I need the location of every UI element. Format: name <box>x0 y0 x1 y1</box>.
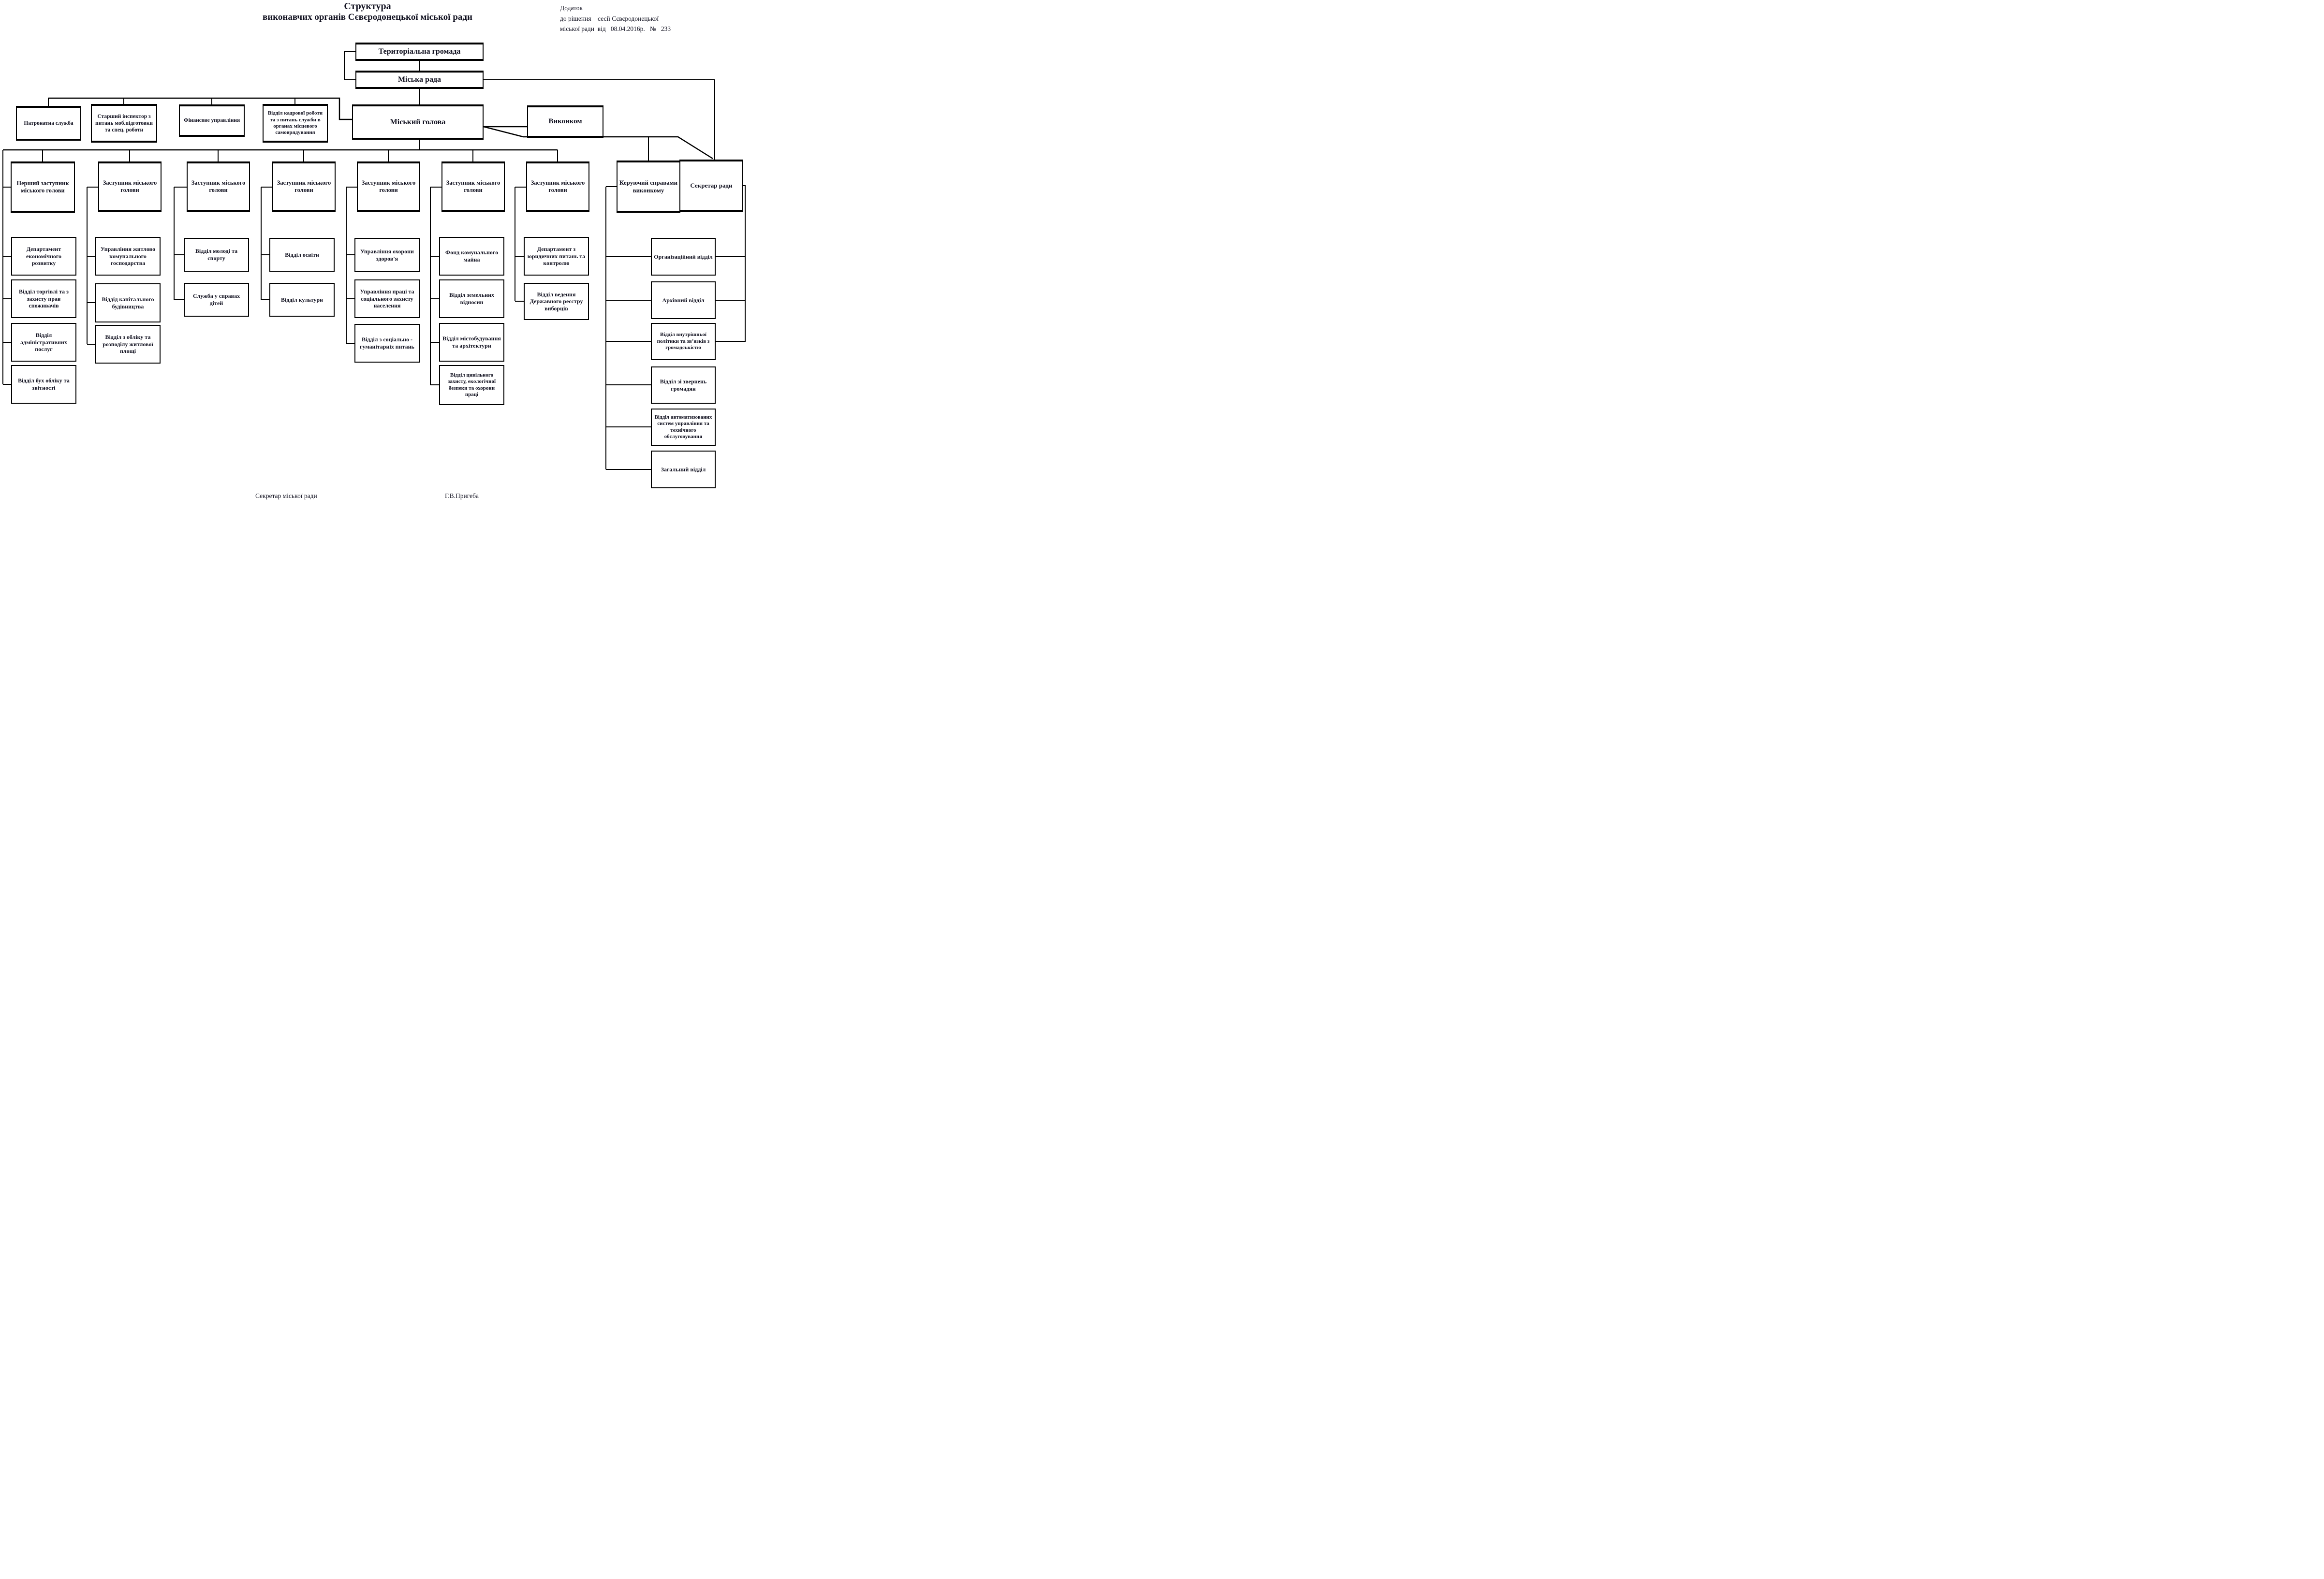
org-box-deputy-3: Заступник міського голови <box>187 161 250 212</box>
org-box-col3-child-1: Відділ молоді та спорту <box>184 238 249 272</box>
org-box-col1-child-1: Департамент економічного розвитку <box>11 237 76 276</box>
org-box-col8-child-6: Загальний відділ <box>651 451 716 488</box>
org-box-col6-child-3: Відділ містобудування та архітектури <box>439 323 504 362</box>
org-box-territorial-hromada: Територіальна громада <box>355 43 484 61</box>
org-box-col4-child-2: Відділ культури <box>269 283 335 317</box>
connector-lines <box>2 51 746 470</box>
title-line1: Структура <box>344 1 391 12</box>
org-box-finansove-upravlinnia: Фінансове управління <box>179 104 245 137</box>
title-line2: виконавчих органів Сєвєродонецької міськ… <box>263 12 472 22</box>
org-box-col2-child-1: Управління житлово комунального господар… <box>95 237 161 276</box>
org-box-col1-child-3: Відділ адміністративних послуг <box>11 323 76 362</box>
org-box-col1-child-2: Відділ торгівлі та з захисту прав спожив… <box>11 279 76 318</box>
org-box-col8-child-2: Архівний відділ <box>651 281 716 319</box>
org-chart-page: Структура виконавчих органів Сєвєродонец… <box>0 0 748 508</box>
org-box-col1-child-4: Відділ бух обліку та звітності <box>11 365 76 404</box>
org-box-col2-child-3: Відділ з обліку та розподілу житлової пл… <box>95 325 161 364</box>
org-box-vykonkom: Виконком <box>527 105 603 138</box>
org-box-deputy-1: Перший заступник міського голови <box>11 161 75 213</box>
org-box-col8-child-5: Відділ автоматизованих систем управління… <box>651 409 716 446</box>
org-box-patronatna-sluzhba: Патронатна служба <box>16 106 81 141</box>
org-box-col5-child-2: Управління праці та соціального захисту … <box>354 279 420 318</box>
org-box-starshyi-inspektor: Старший інспектор з питань моб.підготовк… <box>91 104 157 143</box>
footer-signature-role: Секретар міської ради <box>255 492 317 499</box>
org-box-col7-child-2: Відділ ведення Державного реєстру виборц… <box>524 283 589 320</box>
org-box-col5-child-1: Управління охорони здоров'я <box>354 238 420 272</box>
org-box-deputy-4: Заступник міського голови <box>272 161 336 212</box>
org-box-sekretar-rady: Секретар ради <box>679 160 743 212</box>
org-box-miska-rada: Міська рада <box>355 71 484 89</box>
org-box-viddil-kadrovoi-roboty: Відділ кадрової роботи та з питань служб… <box>263 104 328 143</box>
org-box-miskyi-holova: Міський голова <box>352 104 484 140</box>
footer-signature-name: Г.В.Пригеба <box>445 492 479 499</box>
annotation-line3: міської ради від 08.04.2016р. № 233 <box>560 25 671 33</box>
org-box-col5-child-3: Відділ з соціально - гуманітарніх питань <box>354 324 420 363</box>
appendix-annotation: Додаток до рішення сесії Сєвєродонецької… <box>560 3 739 34</box>
org-box-col8-child-4: Відділ зі звернень громадян <box>651 366 716 404</box>
org-box-deputy-6: Заступник міського голови <box>441 161 505 212</box>
org-box-deputy-2: Заступник міського голови <box>98 161 162 212</box>
org-box-col8-child-3: Відділ внутрішньої політики та зв’язків … <box>651 323 716 360</box>
org-box-col4-child-1: Відділ освіти <box>269 238 335 272</box>
org-box-keruyuchyi-spravamy: Керуючий справами виконкому <box>617 161 680 213</box>
org-box-col8-child-1: Організаційний відділ <box>651 238 716 276</box>
org-box-col3-child-2: Служба у справах дітей <box>184 283 249 317</box>
org-box-col6-child-1: Фонд комунального майна <box>439 237 504 276</box>
org-box-col6-child-4: Відділ цивільного захисту, екологічної б… <box>439 365 504 405</box>
org-box-deputy-7: Заступник міського голови <box>526 161 589 212</box>
annotation-line1: Додаток <box>560 4 583 12</box>
org-box-col7-child-1: Департамент з юридичних питань та контро… <box>524 237 589 276</box>
page-title: Структура виконавчих органів Сєвєродонец… <box>198 1 537 23</box>
org-box-deputy-5: Заступник міського голови <box>357 161 420 212</box>
org-box-col2-child-2: Віддід капітального будівництва <box>95 283 161 322</box>
org-box-col6-child-2: Відділ земельних відносин <box>439 279 504 318</box>
annotation-line2: до рішення сесії Сєвєродонецької <box>560 15 659 22</box>
